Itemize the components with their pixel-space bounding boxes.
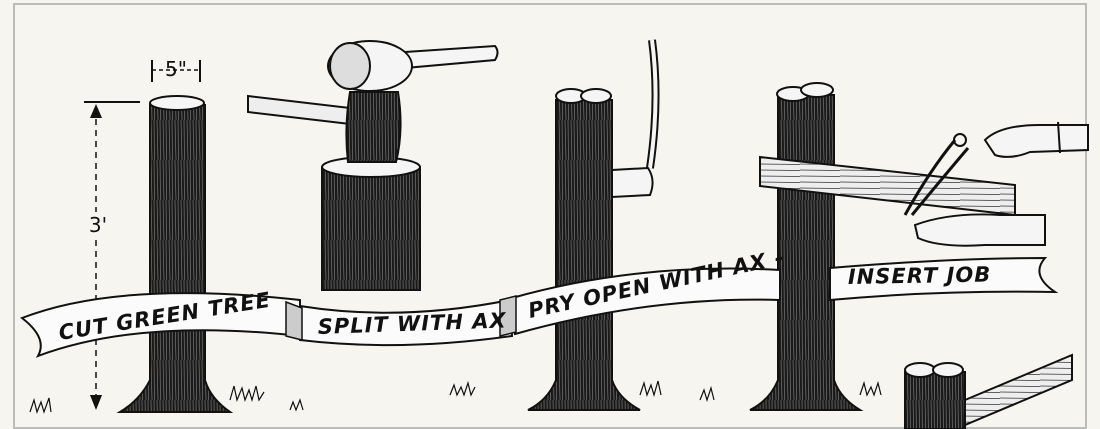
- split-stump: [322, 157, 420, 290]
- hand-lower: [915, 214, 1045, 245]
- width-label: 5": [165, 57, 187, 81]
- step-label-insert-job: INSERT JOB: [848, 263, 992, 289]
- height-label: 3': [89, 213, 107, 237]
